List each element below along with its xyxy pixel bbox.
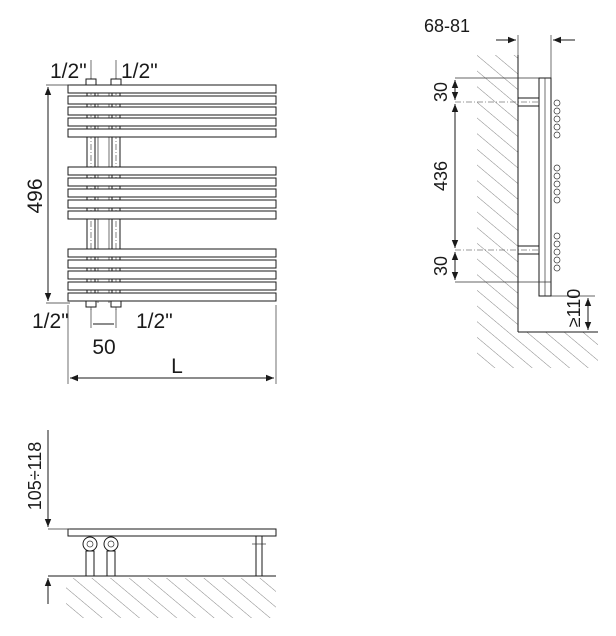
valve-left [82, 536, 98, 577]
wall-bracket-post [255, 535, 263, 577]
wall-distance-dimension: 68-81 [424, 16, 575, 78]
pipe-spacing-dimension: 50 [90, 307, 117, 359]
bottom-offset-label: 30 [431, 256, 451, 276]
top-left-connection-label: 1/2" [50, 60, 87, 83]
height-dimension: 496 [24, 84, 70, 304]
pipe-spacing-label: 50 [92, 336, 115, 359]
vertical-dimension-chain: 30 436 30 [431, 80, 459, 280]
bottom-right-connection-label: 1/2" [136, 310, 173, 333]
bottom-left-connection-label: 1/2" [32, 310, 69, 333]
side-view: 68-81 30 436 30 ≥110 [424, 16, 598, 368]
wall-hatch [477, 55, 518, 368]
front-view: 1/2" 1/2" 1/2" 1/2" 496 50 L [24, 60, 277, 384]
bar-group-top [67, 84, 277, 138]
width-dimension: L [67, 305, 277, 384]
radiator-top-profile [67, 528, 277, 537]
floor-wall-hatch [66, 578, 276, 618]
depth-range-label: 105÷118 [25, 442, 45, 511]
height-label: 496 [24, 178, 47, 213]
bar-group-middle [67, 166, 277, 220]
wall-distance-label: 68-81 [424, 16, 470, 36]
width-label: L [171, 355, 183, 378]
floor-hatch [518, 332, 598, 368]
valve-right [103, 536, 119, 577]
floor-clearance-label: ≥110 [564, 289, 584, 328]
top-offset-label: 30 [431, 82, 451, 102]
top-right-connection-label: 1/2" [121, 60, 158, 83]
top-view: 105÷118 [25, 430, 277, 618]
depth-dimension: 105÷118 [25, 430, 70, 604]
bar-ends [553, 99, 561, 272]
bracket-spacing-label: 436 [431, 161, 451, 191]
floor-clearance-dimension: ≥110 [551, 289, 595, 330]
bar-group-bottom [67, 248, 277, 302]
